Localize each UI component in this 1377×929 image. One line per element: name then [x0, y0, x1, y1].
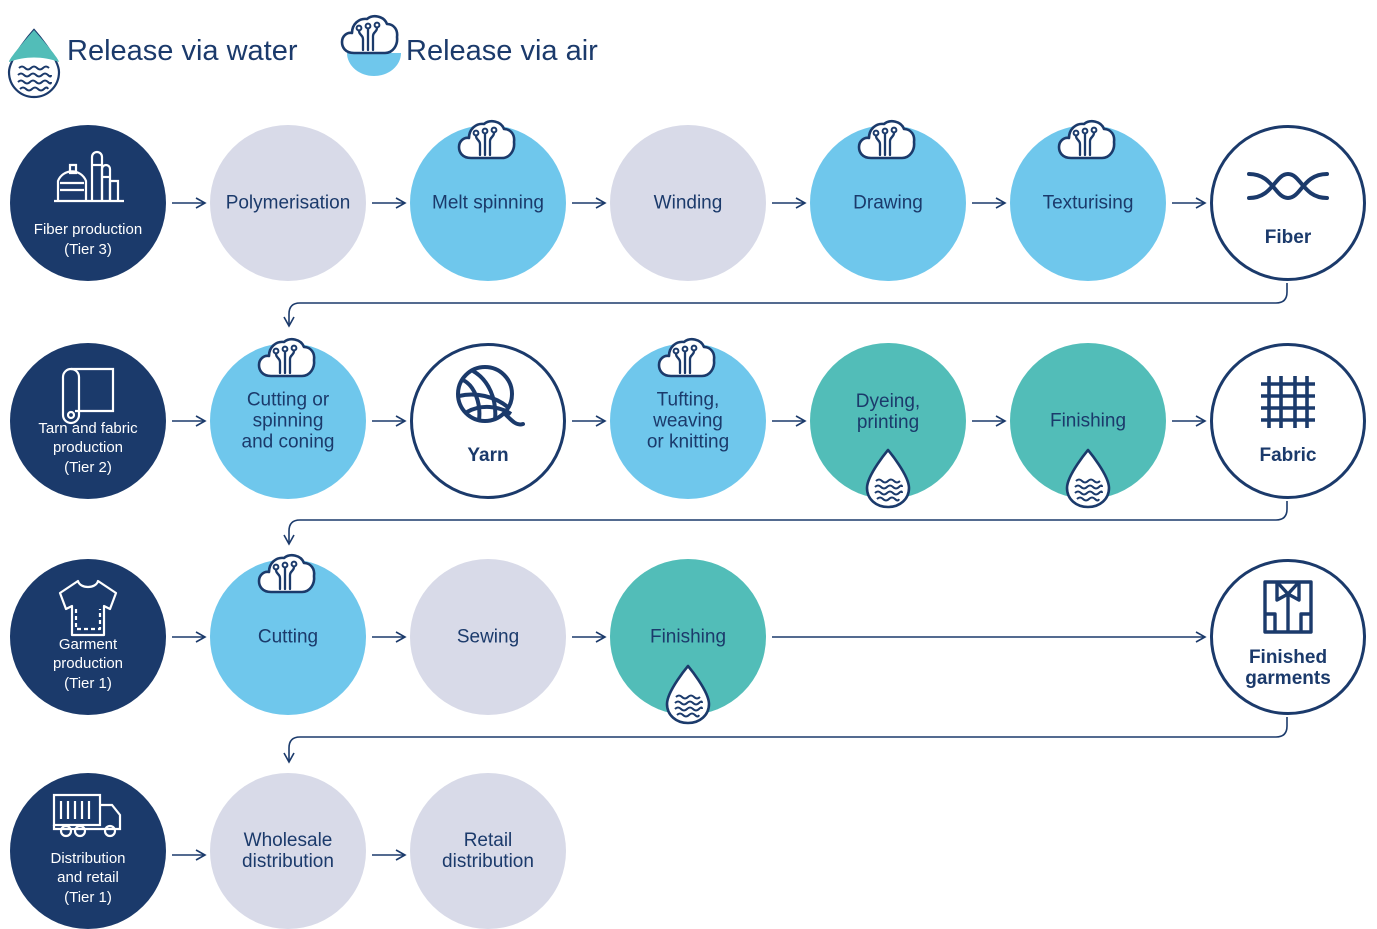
step-label: Retail distribution [442, 830, 534, 872]
truck-icon [50, 791, 126, 844]
step-finishing-garment: Finishing [610, 559, 766, 715]
step-cutting: Cutting [210, 559, 366, 715]
tier-label: Fiber production (Tier 3) [33, 221, 143, 258]
output-fabric: Fabric [1210, 343, 1366, 499]
step-label: Texturising [1042, 192, 1134, 214]
step-melt-spinning: Melt spinning [410, 125, 566, 281]
step-label: Tufting, weaving or knitting [646, 389, 730, 453]
air-release-icon [257, 335, 317, 379]
step-winding: Winding [610, 125, 766, 281]
air-release-icon [857, 117, 917, 161]
output-label: Finished garments [1245, 647, 1331, 689]
legend-air-cloud-icon [340, 14, 401, 76]
step-wholesale-distribution: Wholesale distribution [210, 773, 366, 929]
fiber-icon [1245, 166, 1331, 211]
legend-air-label: Release via air [406, 35, 598, 67]
air-release-icon [457, 117, 517, 161]
legend-water-label: Release via water [67, 35, 298, 67]
air-release-icon [257, 551, 317, 595]
flow-arrows [172, 197, 1207, 861]
tier-label: Tarn and fabric production (Tier 2) [38, 419, 138, 476]
output-fiber: Fiber [1210, 125, 1366, 281]
output-label: Fabric [1259, 445, 1317, 466]
step-dyeing-printing: Dyeing, printing [810, 343, 966, 499]
step-cutting-spinning-coning: Cutting or spinning and coning [210, 343, 366, 499]
output-label: Fiber [1264, 227, 1312, 248]
output-label: Yarn [467, 445, 509, 466]
tier-garment-production: Garment production (Tier 1) [10, 559, 166, 715]
row-connectors [283, 283, 1288, 764]
step-finishing-fabric: Finishing [1010, 343, 1166, 499]
step-sewing: Sewing [410, 559, 566, 715]
step-tufting-weaving-knitting: Tufting, weaving or knitting [610, 343, 766, 499]
factory-icon [48, 143, 128, 210]
tier-yarn-fabric-production: Tarn and fabric production (Tier 2) [10, 343, 166, 499]
water-release-icon [663, 663, 713, 725]
tier-label: Garment production (Tier 1) [52, 635, 124, 692]
step-polymerisation: Polymerisation [210, 125, 366, 281]
tier-distribution-retail: Distribution and retail (Tier 1) [10, 773, 166, 929]
step-label: Drawing [853, 192, 923, 214]
step-label: Cutting or spinning and coning [241, 389, 335, 453]
water-release-icon [1063, 447, 1113, 509]
step-label: Finishing [649, 626, 727, 648]
t-shirt-icon [56, 577, 120, 644]
tier-fiber-production: Fiber production (Tier 3) [10, 125, 166, 281]
tier-label: Distribution and retail (Tier 1) [50, 849, 126, 906]
step-label: Wholesale distribution [242, 830, 334, 872]
step-label: Melt spinning [432, 192, 544, 214]
step-label: Finishing [1049, 410, 1127, 432]
step-drawing: Drawing [810, 125, 966, 281]
air-release-icon [657, 335, 717, 379]
output-yarn: Yarn [410, 343, 566, 499]
step-label: Polymerisation [225, 192, 351, 214]
folded-shirt-icon [1261, 578, 1315, 641]
step-label: Winding [653, 192, 723, 214]
air-release-icon [1057, 117, 1117, 161]
water-release-icon [863, 447, 913, 509]
step-retail-distribution: Retail distribution [410, 773, 566, 929]
output-finished-garments: Finished garments [1210, 559, 1366, 715]
step-texturising: Texturising [1010, 125, 1166, 281]
step-label: Sewing [456, 626, 520, 648]
step-label: Cutting [257, 626, 319, 648]
step-label: Dyeing, printing [855, 390, 921, 433]
yarn-ball-icon [451, 362, 525, 439]
woven-fabric-icon [1259, 374, 1317, 435]
legend-water-drop-icon [7, 28, 61, 99]
fabric-roll-icon [55, 361, 121, 430]
